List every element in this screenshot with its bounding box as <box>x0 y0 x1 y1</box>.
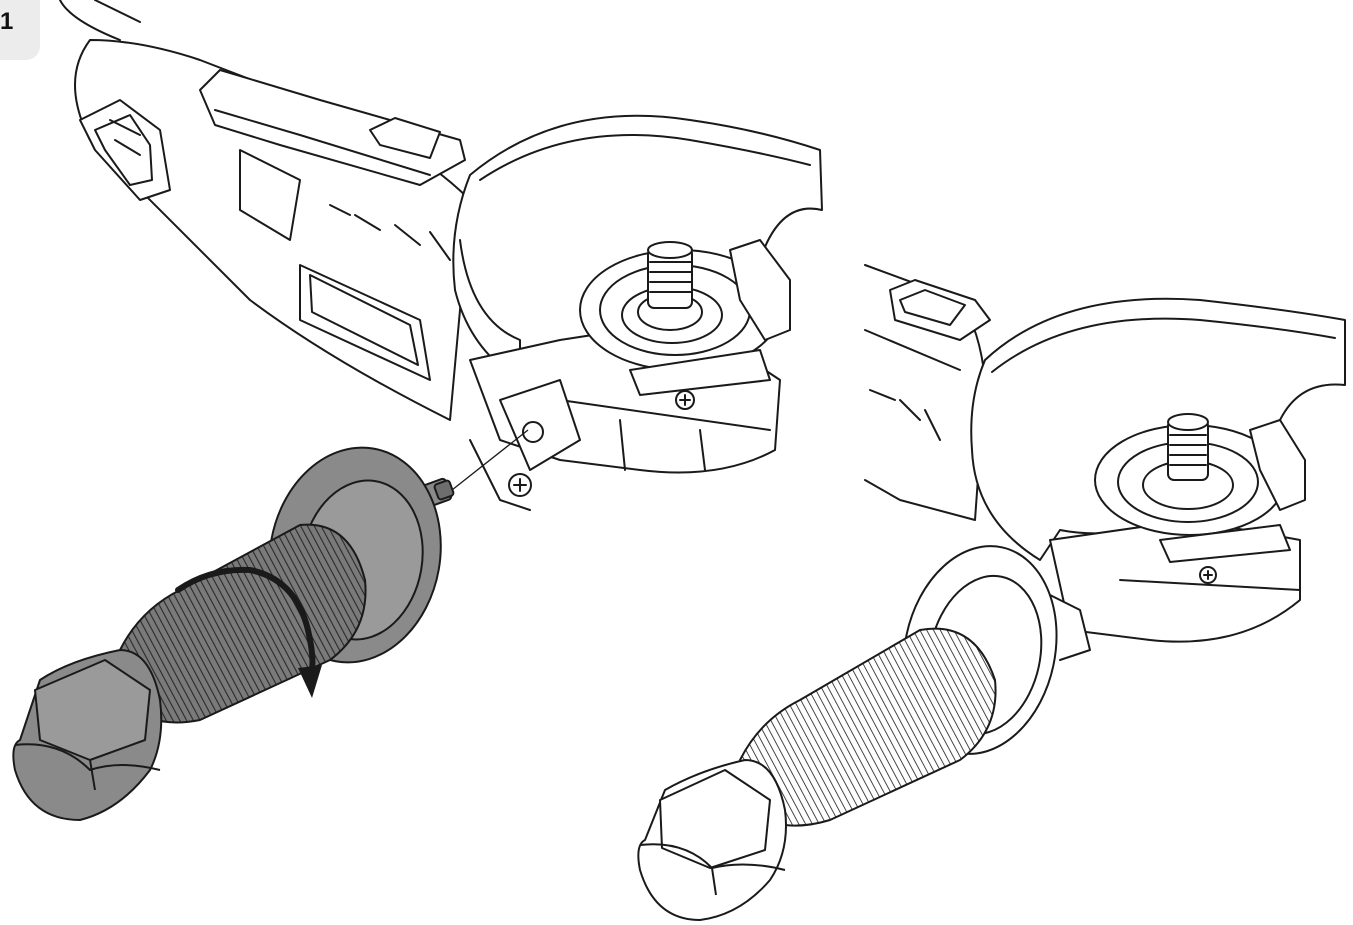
step-number: 1 <box>0 8 14 35</box>
rotation-arrow-icon <box>175 566 316 681</box>
side-handle-grey <box>12 446 455 821</box>
rotation-arrowhead-icon <box>298 665 322 698</box>
right-panel-grinder <box>864 264 1346 661</box>
alignment-line <box>451 429 529 491</box>
left-panel-grinder <box>59 0 823 511</box>
side-handle-white <box>637 545 1058 921</box>
step-tab: 1 <box>0 0 40 60</box>
